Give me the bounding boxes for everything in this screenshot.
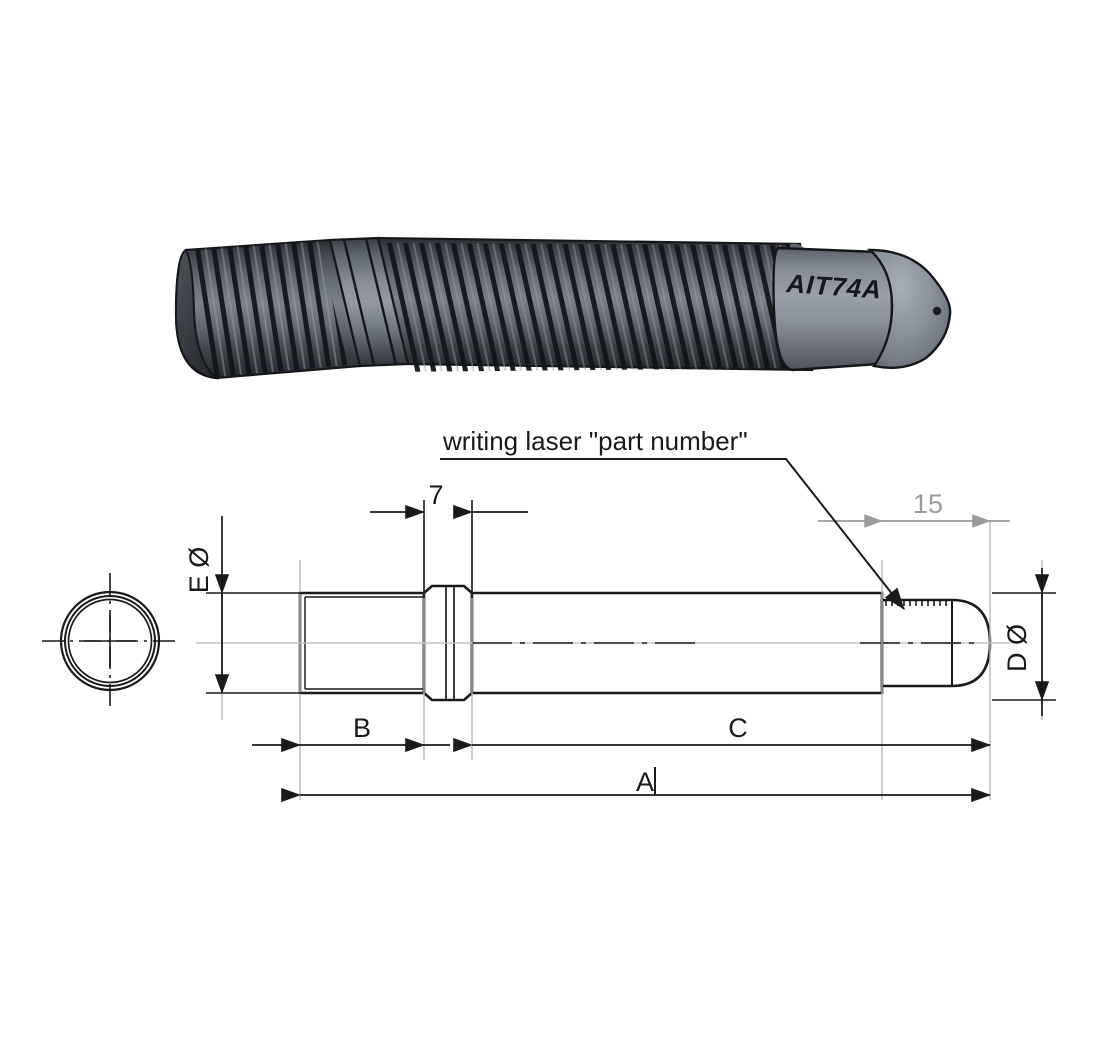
sleeve-left-corrugated-segment — [174, 238, 362, 380]
side-view-outline — [196, 584, 1010, 702]
dim-label-C: C — [728, 713, 748, 743]
note-laser-marking: writing laser "part number" — [440, 426, 905, 610]
dim-label-A: A — [636, 767, 654, 797]
dimension-diameter-E: E Ø — [184, 516, 302, 694]
note-laser-marking-text: writing laser "part number" — [442, 426, 748, 456]
dimension-length-B: B — [252, 713, 450, 753]
note-leader-line — [440, 458, 905, 610]
dimension-length-A: A — [281, 767, 991, 803]
dome-tip-pinhole — [932, 306, 942, 316]
end-view-circles — [42, 573, 178, 709]
sleeve-right-corrugated-segment — [376, 236, 814, 372]
sleeve-dome-tip — [866, 248, 952, 369]
dim-label-D-diameter: D Ø — [1002, 624, 1032, 672]
dim-label-E-diameter: E Ø — [184, 547, 214, 594]
sleeve-marking-cap: AIT74A — [772, 243, 894, 372]
dim-label-7: 7 — [428, 480, 443, 510]
dimension-length-C: C — [453, 713, 991, 753]
dimension-diameter-D: D Ø — [992, 568, 1056, 716]
dim-label-B: B — [353, 713, 371, 743]
dimension-marking-length: 15 — [818, 489, 1010, 528]
part-number-marking: AIT74A — [785, 268, 883, 305]
dimension-groove-width: 7 — [370, 480, 528, 598]
dim-label-15: 15 — [913, 489, 943, 519]
